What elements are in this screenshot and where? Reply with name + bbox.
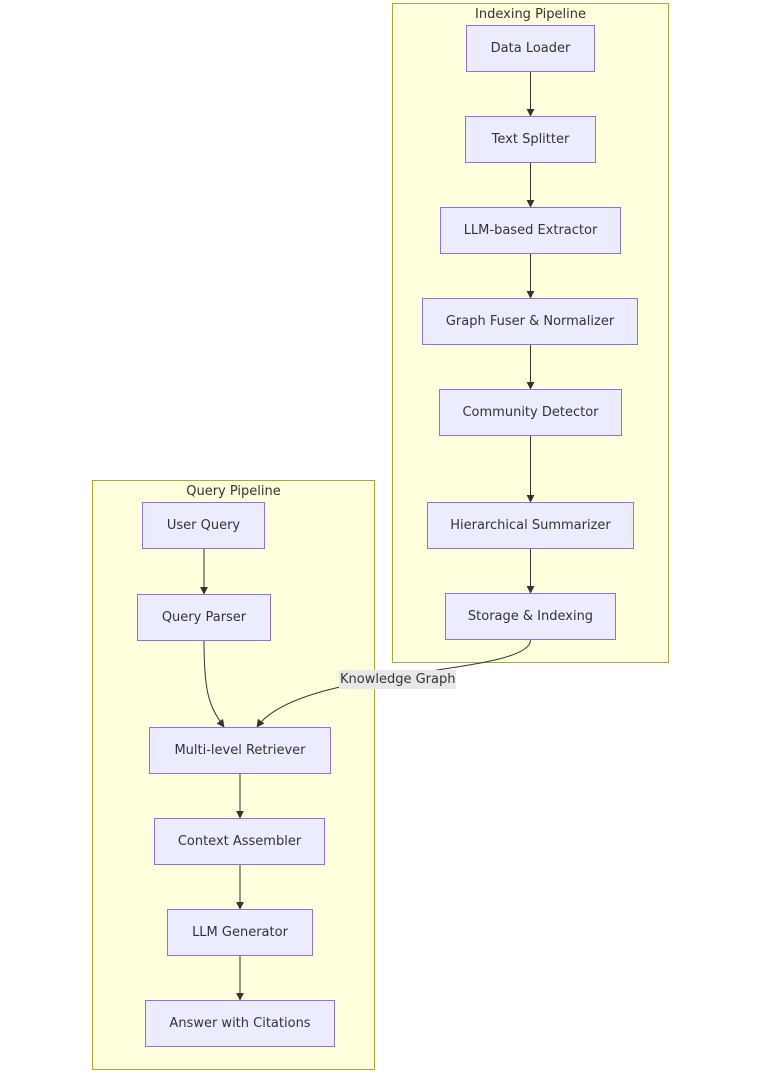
user-query-node[interactable]: User Query: [142, 502, 265, 549]
indexing-pipeline-title: Indexing Pipeline: [475, 7, 586, 22]
multi-level-retriever-node[interactable]: Multi-level Retriever: [149, 727, 331, 774]
query-pipeline-title: Query Pipeline: [186, 484, 281, 499]
knowledge-graph-edge-label: Knowledge Graph: [339, 670, 457, 689]
graph-fuser-node[interactable]: Graph Fuser & Normalizer: [422, 298, 638, 345]
context-assembler-node[interactable]: Context Assembler: [154, 818, 325, 865]
hierarchical-summarizer-node[interactable]: Hierarchical Summarizer: [427, 502, 634, 549]
llm-extractor-node[interactable]: LLM-based Extractor: [440, 207, 621, 254]
text-splitter-node[interactable]: Text Splitter: [465, 116, 596, 163]
answer-with-citations-node[interactable]: Answer with Citations: [145, 1000, 335, 1047]
storage-indexing-node[interactable]: Storage & Indexing: [445, 593, 616, 640]
llm-generator-node[interactable]: LLM Generator: [167, 909, 313, 956]
query-pipeline-group: Query Pipeline: [92, 480, 375, 1070]
data-loader-node[interactable]: Data Loader: [466, 25, 595, 72]
community-detector-node[interactable]: Community Detector: [439, 389, 622, 436]
query-parser-node[interactable]: Query Parser: [137, 594, 271, 641]
